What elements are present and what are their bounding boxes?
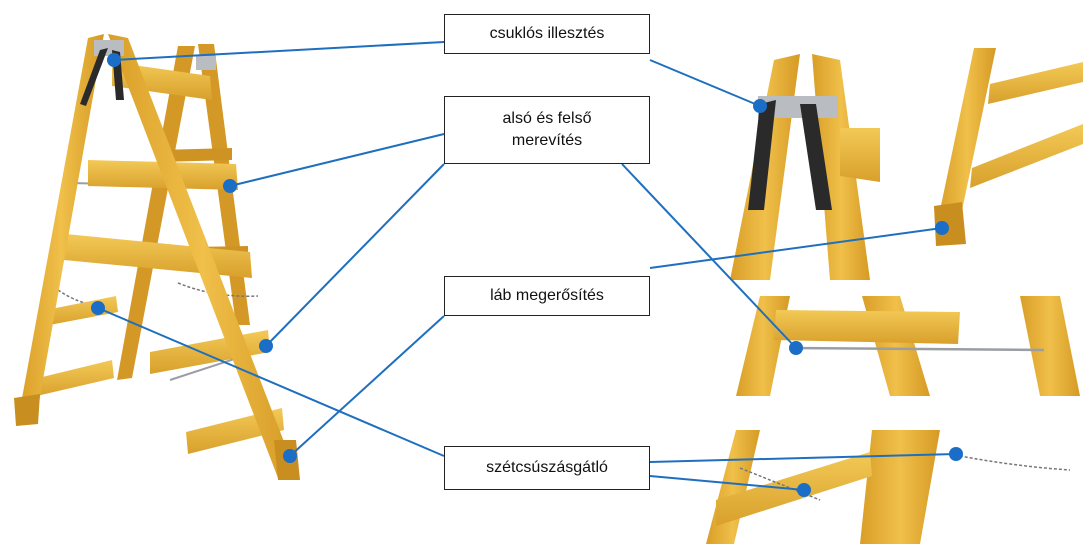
connector-brace-main-bottom <box>265 163 445 347</box>
marker-dot <box>283 449 297 463</box>
inset-hinge-bar <box>800 104 832 210</box>
connector-brace-main-top <box>229 133 445 187</box>
inset-hinge-plate <box>758 96 838 118</box>
marker-dot <box>789 341 803 355</box>
connector-joint-main <box>113 41 445 61</box>
connector-foot-inset <box>649 227 943 269</box>
inset-hinge-bar <box>748 100 776 210</box>
markers <box>91 53 963 497</box>
inset-anti-slip-cord <box>949 453 1071 471</box>
back-rung <box>160 148 232 162</box>
marker-dot <box>753 99 767 113</box>
marker-dot <box>91 301 105 315</box>
connector-antislip-main <box>97 307 445 457</box>
label-brace: alsó és felső merevítés <box>444 96 650 164</box>
marker-dot <box>107 53 121 67</box>
marker-dot <box>949 447 963 461</box>
inset-rail <box>938 48 996 220</box>
inset-rung <box>970 124 1083 188</box>
inset-rail <box>860 430 940 544</box>
inset-rail <box>706 430 760 544</box>
connector-antislip-inset-bottom <box>649 475 805 491</box>
marker-dot <box>223 179 237 193</box>
inset-rail <box>862 296 930 396</box>
label-joint: csuklós illesztés <box>444 14 650 54</box>
inset-rung <box>774 310 960 344</box>
connector-brace-inset <box>621 163 797 349</box>
main-ladder <box>14 34 300 480</box>
label-brace-text-line1: alsó és felső <box>502 110 592 127</box>
inset-anti-slip-cord <box>739 467 821 501</box>
front-rung <box>28 360 114 398</box>
hinge-plate <box>196 56 216 70</box>
label-antislip-text: szétcsúszásgátló <box>486 459 608 476</box>
front-rail-right <box>108 34 298 478</box>
back-rail-left <box>117 46 195 380</box>
label-foot-text: láb megerősítés <box>490 287 604 304</box>
connector-joint-inset <box>649 59 761 107</box>
marker-dot <box>797 483 811 497</box>
label-antislip: szétcsúszásgátló <box>444 446 650 490</box>
hinge-bar <box>80 48 108 106</box>
inset-rung <box>840 128 880 182</box>
connector-foot-main <box>289 315 445 457</box>
label-foot: láb megerősítés <box>444 276 650 316</box>
inset-metal-brace <box>789 346 1045 352</box>
marker-dot <box>935 221 949 235</box>
inset-brace <box>736 296 1080 396</box>
connector-antislip-inset-top <box>649 453 957 463</box>
inset-hinge <box>730 54 880 280</box>
inset-rung <box>988 62 1083 104</box>
inset-foot <box>934 48 1083 246</box>
inset-rail <box>1020 296 1080 396</box>
label-joint-text: csuklós illesztés <box>489 25 605 42</box>
front-rail-left <box>18 34 104 420</box>
label-brace-text-line2: merevítés <box>511 132 583 149</box>
foot-block <box>14 394 40 426</box>
marker-dot <box>259 339 273 353</box>
connectors <box>97 41 957 491</box>
